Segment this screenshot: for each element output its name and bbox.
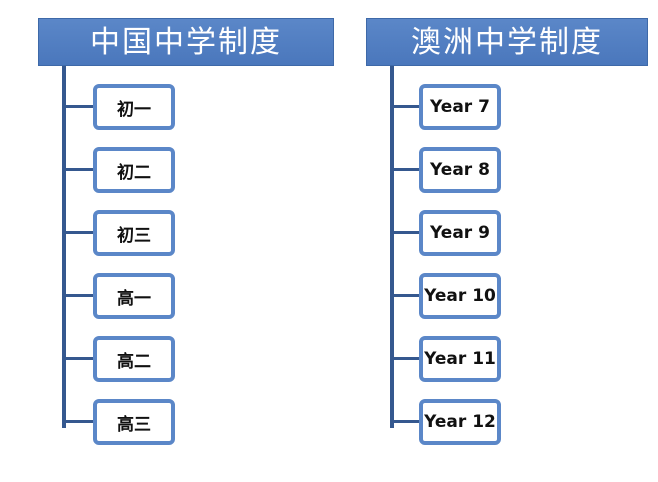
australia-level-box: Year 11 bbox=[419, 336, 501, 382]
australia-connector-branch bbox=[390, 357, 420, 360]
china-connector-branch bbox=[62, 231, 94, 234]
china-level-box: 初三 bbox=[93, 210, 175, 256]
china-connector-branch bbox=[62, 357, 94, 360]
australia-connector-branch bbox=[390, 105, 420, 108]
australia-connector-branch bbox=[390, 168, 420, 171]
australia-level-box: Year 8 bbox=[419, 147, 501, 193]
china-connector-trunk bbox=[62, 66, 66, 428]
china-level-box: 初二 bbox=[93, 147, 175, 193]
china-level-box: 高三 bbox=[93, 399, 175, 445]
china-header: 中国中学制度 bbox=[38, 18, 334, 66]
china-connector-branch bbox=[62, 420, 94, 423]
china-level-box: 高一 bbox=[93, 273, 175, 319]
china-level-box: 高二 bbox=[93, 336, 175, 382]
china-level-box: 初一 bbox=[93, 84, 175, 130]
china-connector-branch bbox=[62, 294, 94, 297]
australia-level-box: Year 10 bbox=[419, 273, 501, 319]
australia-level-box: Year 7 bbox=[419, 84, 501, 130]
china-connector-branch bbox=[62, 168, 94, 171]
australia-connector-trunk bbox=[390, 66, 394, 428]
australia-connector-branch bbox=[390, 231, 420, 234]
china-connector-branch bbox=[62, 105, 94, 108]
australia-connector-branch bbox=[390, 420, 420, 423]
australia-level-box: Year 12 bbox=[419, 399, 501, 445]
australia-level-box: Year 9 bbox=[419, 210, 501, 256]
australia-header: 澳洲中学制度 bbox=[366, 18, 648, 66]
australia-connector-branch bbox=[390, 294, 420, 297]
